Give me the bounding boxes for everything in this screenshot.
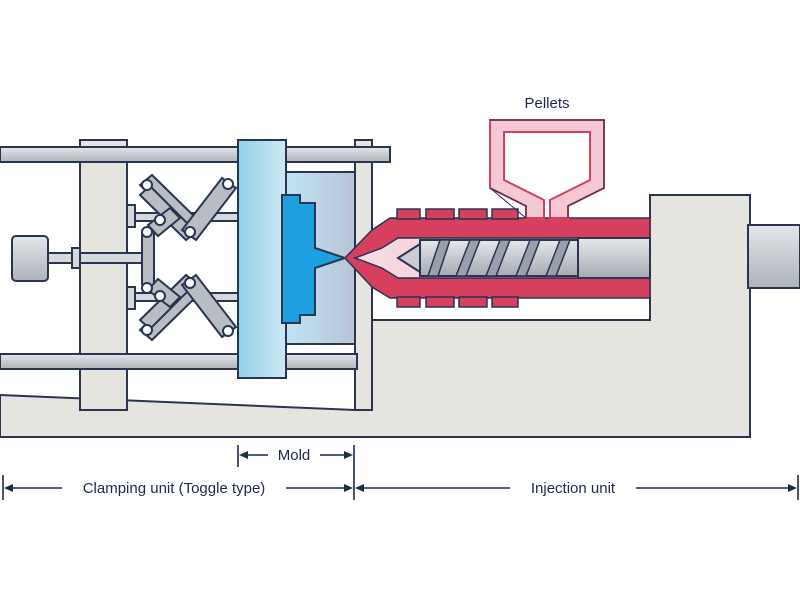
hopper bbox=[489, 119, 605, 219]
lower-tie-bar bbox=[0, 353, 358, 370]
mold-cavity bbox=[281, 194, 349, 324]
clamp-piston-rod bbox=[47, 252, 151, 264]
piston-rod-collar bbox=[71, 247, 81, 269]
screw-flights bbox=[426, 239, 572, 277]
toggle-pins bbox=[141, 178, 234, 337]
injection-unit-label: Injection unit bbox=[531, 480, 616, 497]
screw-tip bbox=[396, 242, 421, 274]
clamping-unit-label: Clamping unit (Toggle type) bbox=[83, 480, 266, 497]
screw bbox=[396, 237, 651, 279]
upper-tie-bar bbox=[0, 146, 391, 163]
dimension-lines bbox=[2, 445, 799, 500]
moving-mold-plate bbox=[237, 139, 287, 379]
screw-drive bbox=[577, 237, 651, 279]
mold-label: Mold bbox=[278, 447, 311, 464]
clamp-cylinder bbox=[11, 235, 49, 282]
pellets-label: Pellets bbox=[524, 95, 569, 112]
mold bbox=[237, 139, 356, 379]
drive-shaft bbox=[747, 224, 800, 289]
heater-bands bbox=[396, 208, 519, 308]
